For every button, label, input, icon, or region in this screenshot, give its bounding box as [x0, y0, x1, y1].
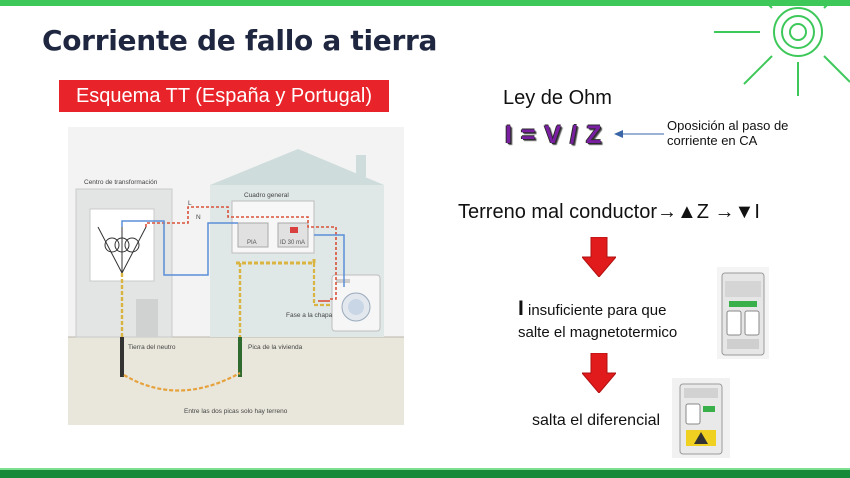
top-accent-bar: [0, 0, 850, 6]
down-arrow-icon-2: [582, 353, 616, 393]
insufficient-text-1: insuficiente para que: [523, 302, 667, 319]
ohm-formula: I = V / Z: [505, 121, 603, 149]
insufficient-text-2: salte el magnetotermico: [518, 324, 678, 341]
cuadro-label: Cuadro general: [244, 192, 289, 199]
differential-trips-text: salta el diferencial: [532, 412, 661, 429]
impedance-note: Oposición al paso de corriente en CA: [667, 118, 789, 148]
sun-icon: [714, 0, 850, 96]
fase-label: Fase a la chapa: [286, 312, 333, 319]
pia-label: PIA: [247, 240, 257, 246]
terrain-statement: Terreno mal conductor→▲Z →▼I: [458, 201, 760, 223]
insufficient-current-text: I insuficiente para que salte el magneto…: [518, 298, 677, 344]
bottom-accent-bar: [0, 470, 850, 478]
id-label: ID 30 mA: [280, 240, 305, 246]
tierra-neutro-label: Tierra del neutro: [128, 344, 176, 351]
ohm-law-title: Ley de Ohm: [503, 87, 612, 109]
scheme-badge: Esquema TT (España y Portugal): [59, 80, 389, 112]
l-label: L: [188, 200, 192, 207]
pica-vivienda-label: Pica de la vivienda: [248, 344, 303, 351]
magnetothermic-breaker-icon: [717, 267, 769, 359]
tt-scheme-diagram: Centro de transformación Cuadro general …: [68, 127, 404, 425]
centro-label: Centro de transformación: [84, 179, 158, 186]
pointer-arrow-icon: [614, 130, 664, 138]
slide-title: Corriente de fallo a tierra: [42, 24, 438, 57]
entre-picas-label: Entre las dos picas solo hay terreno: [184, 408, 288, 415]
differential-breaker-icon: [672, 378, 730, 458]
current-symbol: I: [518, 297, 524, 320]
down-arrow-icon: [582, 237, 616, 277]
bottom-accent-line: [0, 468, 850, 470]
n-label: N: [196, 214, 201, 221]
